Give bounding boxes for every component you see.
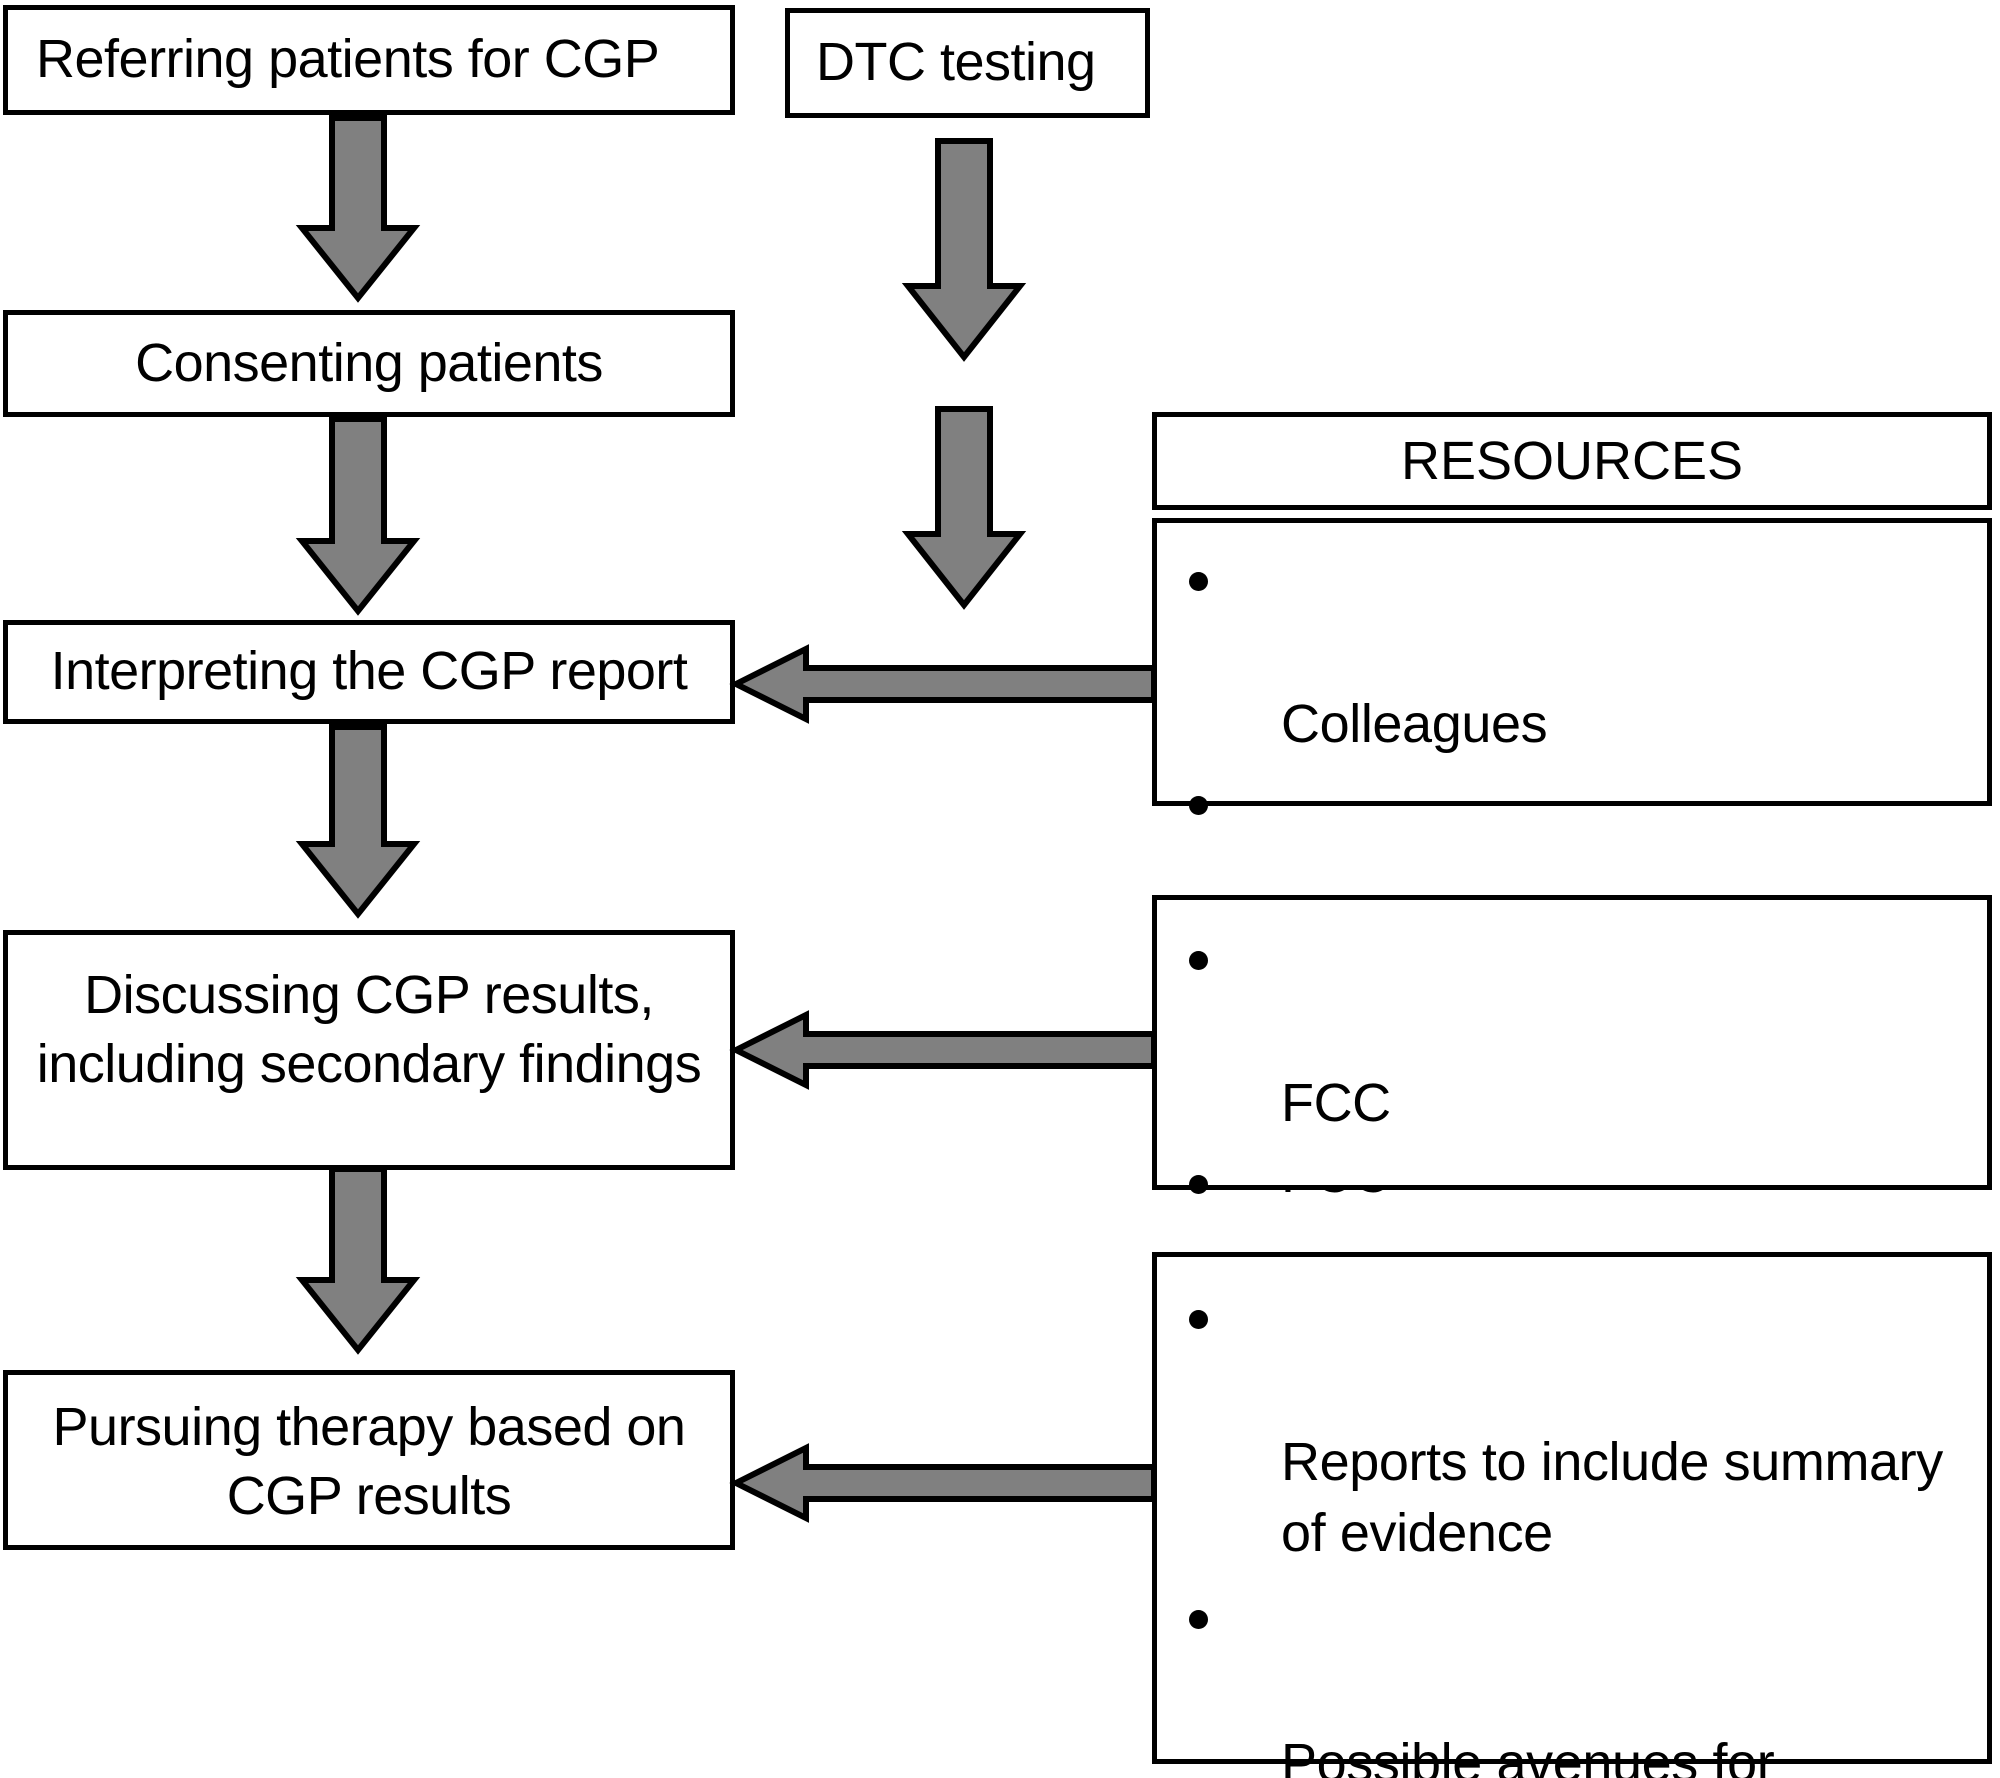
- bullet-icon: [1189, 571, 1208, 591]
- arrow-discussing-to-pursuing: [295, 1166, 421, 1355]
- arrow-consenting-to-interpreting: [295, 416, 421, 616]
- list-item: Possible avenues for accessing treatment…: [1157, 1588, 1987, 1778]
- resources-panel-interpreting[interactable]: Colleagues MTB/ genomics expert FCC: [1152, 518, 1992, 1204]
- list-item-label: Colleagues: [1281, 694, 1548, 755]
- resources-list-pursuing: Reports to include summary of evidence P…: [1157, 1257, 1987, 1778]
- arrow-resources-to-pursuing: [729, 1443, 1157, 1523]
- arrow-resources-to-discussing: [729, 1010, 1157, 1090]
- bullet-icon: [1189, 796, 1208, 816]
- list-item: Colleagues: [1157, 549, 1987, 760]
- bullet-icon: [1189, 1610, 1208, 1630]
- resources-header-label: RESOURCES: [1400, 431, 1744, 491]
- resources-header: RESOURCES: [1152, 412, 1992, 510]
- resources-panel-discussing[interactable]: FCC MTB/ genomics experts Patient-centri…: [1152, 895, 1992, 1583]
- bullet-icon: [1189, 1175, 1208, 1195]
- node-referring-patients[interactable]: Referring patients for CGP: [3, 5, 735, 115]
- node-pursuing-therapy-label: Pursuing therapy based on CGP results: [52, 1397, 686, 1527]
- node-interpreting-report[interactable]: Interpreting the CGP report: [3, 620, 735, 724]
- node-referring-patients-label: Referring patients for CGP: [36, 29, 660, 90]
- list-item-label: Possible avenues for accessing treatment…: [1281, 1733, 1775, 1778]
- list-item-label: FCC: [1281, 1073, 1391, 1134]
- node-dtc-testing-label: DTC testing: [816, 32, 1096, 93]
- resources-panel-pursuing[interactable]: Reports to include summary of evidence P…: [1152, 1252, 1992, 1778]
- arrow-referring-to-consenting: [295, 115, 421, 303]
- arrow-interpreting-to-discussing: [295, 724, 421, 919]
- bullet-icon: [1189, 950, 1208, 970]
- node-consenting-patients-label: Consenting patients: [135, 332, 603, 393]
- list-item: Reports to include summary of evidence: [1157, 1287, 1987, 1568]
- node-interpreting-report-label: Interpreting the CGP report: [50, 641, 688, 702]
- bullet-icon: [1189, 1309, 1208, 1329]
- arrow-dtc-down-2: [901, 406, 1027, 610]
- node-dtc-testing[interactable]: DTC testing: [785, 8, 1150, 118]
- arrow-resources-to-interpreting: [729, 644, 1157, 724]
- node-pursuing-therapy[interactable]: Pursuing therapy based on CGP results: [3, 1370, 735, 1550]
- list-item: FCC: [1157, 928, 1987, 1139]
- node-discussing-results[interactable]: Discussing CGP results, including second…: [3, 930, 735, 1170]
- list-item-label: Reports to include summary of evidence: [1281, 1432, 1943, 1563]
- arrow-dtc-down-1: [901, 138, 1027, 362]
- node-discussing-results-label: Discussing CGP results, including second…: [36, 965, 702, 1095]
- node-consenting-patients[interactable]: Consenting patients: [3, 310, 735, 417]
